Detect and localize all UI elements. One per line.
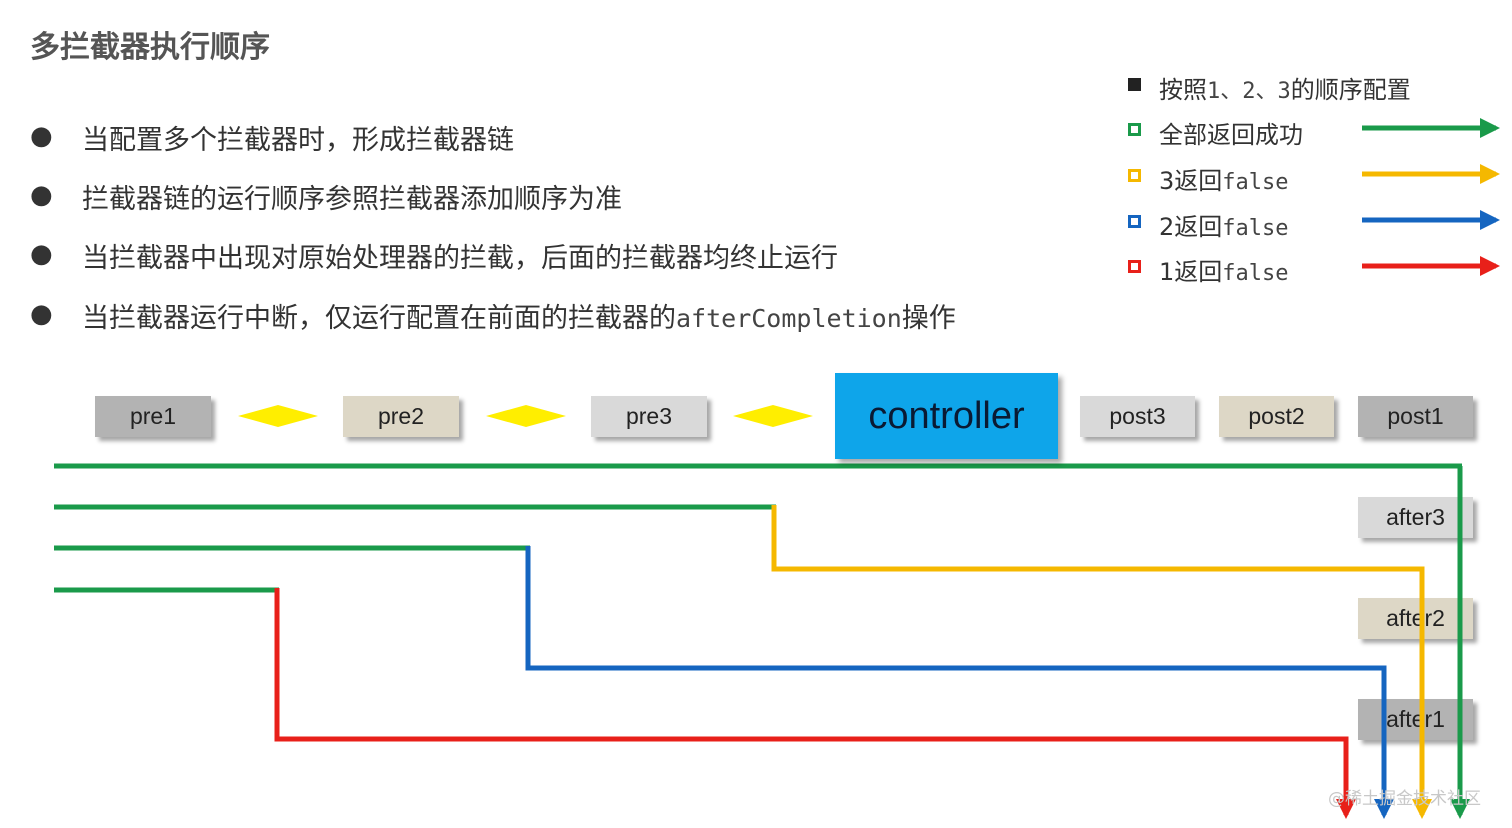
legend-label: 全部返回成功 xyxy=(1159,121,1303,149)
legend-mono: 1、2、3 xyxy=(1207,79,1291,104)
green-square-icon xyxy=(1128,123,1141,136)
controller-box: controller xyxy=(835,373,1058,459)
bullet-text: 当配置多个拦截器时，形成拦截器链 xyxy=(82,125,514,156)
post3-box: post3 xyxy=(1080,396,1195,437)
bullet-text: 拦截器链的运行顺序参照拦截器添加顺序为准 xyxy=(82,184,622,215)
diamond-connector-1 xyxy=(238,405,318,427)
after2-box: after2 xyxy=(1358,598,1473,639)
bullet-dot: ● xyxy=(30,180,53,210)
legend-label: 按照 xyxy=(1159,76,1207,104)
legend-mono: false xyxy=(1222,216,1289,241)
pre3-box: pre3 xyxy=(591,396,707,437)
flow-3-false-line xyxy=(771,505,1432,819)
bullet-text: 当拦截器中出现对原始处理器的拦截，后面的拦截器均终止运行 xyxy=(82,243,838,274)
legend-mono: false xyxy=(1222,170,1289,195)
blue-square-icon xyxy=(1128,215,1141,228)
red-square-icon xyxy=(1128,260,1141,273)
bullet-suffix: 操作 xyxy=(901,303,956,334)
pre2-box: pre2 xyxy=(343,396,459,437)
legend-suffix: 的顺序配置 xyxy=(1290,76,1411,104)
bullet-dot: ● xyxy=(30,239,53,269)
diamond-connector-3 xyxy=(733,405,813,427)
flow-2-false-line xyxy=(525,546,1394,819)
post1-box: post1 xyxy=(1358,396,1473,437)
legend-label: 1返回 xyxy=(1159,258,1223,286)
legend-label: 2返回 xyxy=(1159,213,1223,241)
legend-label: 3返回 xyxy=(1159,167,1223,195)
code-after-completion: afterCompletion xyxy=(676,304,902,333)
watermark: @稀土掘金技术社区 xyxy=(1328,789,1481,809)
bullet-dot: ● xyxy=(30,121,53,151)
post2-box: post2 xyxy=(1219,396,1334,437)
bullet-text: 当拦截器运行中断，仅运行配置在前面的拦截器的 xyxy=(82,303,676,334)
flow-1-false-line xyxy=(274,588,1356,819)
pre1-box: pre1 xyxy=(95,396,211,437)
legend-mono: false xyxy=(1222,261,1289,286)
after1-box: after1 xyxy=(1358,699,1473,740)
page-title: 多拦截器执行顺序 xyxy=(30,30,270,65)
filled-square-icon xyxy=(1128,78,1141,91)
yellow-square-icon xyxy=(1128,169,1141,182)
after3-box: after3 xyxy=(1358,497,1473,538)
bullet-dot: ● xyxy=(30,299,53,329)
diamond-connector-2 xyxy=(486,405,566,427)
